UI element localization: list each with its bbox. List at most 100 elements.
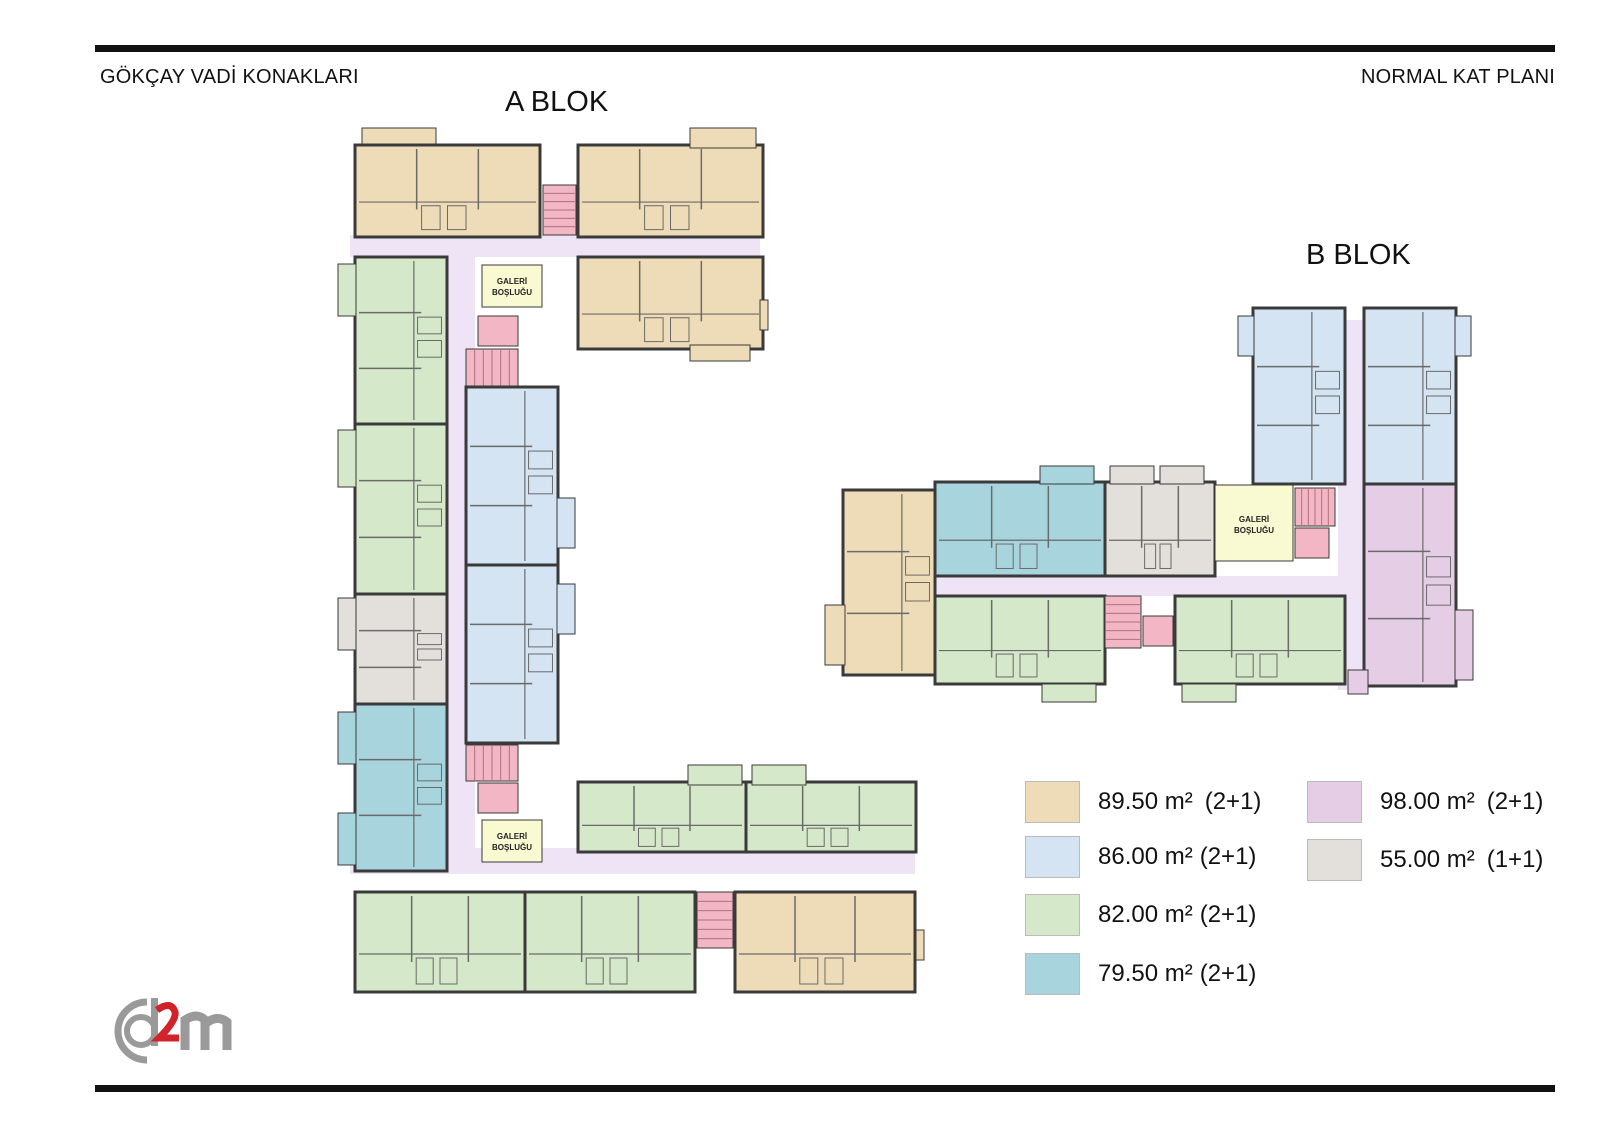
legend-rooms: (2+1)	[1199, 843, 1257, 870]
bathroom	[644, 205, 664, 231]
project-title: GÖKÇAY VADİ KONAKLARI	[100, 66, 359, 88]
balcony	[556, 583, 576, 635]
gallery-void	[481, 819, 543, 863]
legend-item-79: 79.50 m²(2+1)	[1025, 953, 1256, 995]
legend-area: 82.00 m²	[1098, 901, 1193, 928]
legend-rooms: (2+1)	[1199, 960, 1257, 987]
legend-item-98: 98.00 m²(2+1)	[1307, 781, 1543, 823]
bathroom	[447, 205, 467, 231]
legend-rooms: (1+1)	[1486, 846, 1544, 873]
balcony	[759, 299, 769, 331]
balcony	[1159, 465, 1205, 485]
bathroom	[528, 628, 553, 648]
balcony	[1041, 683, 1097, 703]
balcony	[337, 263, 357, 317]
bathroom	[670, 205, 690, 231]
balcony	[1454, 609, 1474, 681]
bathroom	[528, 475, 553, 495]
a-block-title: A BLOK	[505, 86, 609, 118]
legend-swatch	[1307, 781, 1362, 823]
bathroom	[905, 582, 930, 602]
staircase	[1294, 527, 1330, 559]
bathroom	[905, 556, 930, 576]
bathroom	[417, 340, 442, 358]
logo-d-stem	[151, 998, 158, 1046]
bathroom	[637, 827, 656, 847]
logo-d-bowl	[124, 1014, 158, 1048]
logo-arc	[114, 998, 148, 1064]
legend-rooms: (2+1)	[1486, 788, 1544, 815]
bathroom	[1315, 370, 1340, 390]
balcony	[1454, 315, 1472, 357]
bathroom	[995, 653, 1014, 678]
bathroom	[417, 484, 442, 503]
d2m-logo	[114, 998, 232, 1064]
staircase	[477, 782, 519, 814]
legend-area: 86.00 m²	[1098, 843, 1193, 870]
gallery-label: BOŞLUĞU	[1234, 526, 1274, 535]
bathroom	[1159, 543, 1172, 569]
bathroom	[1019, 543, 1038, 569]
gallery-label: GALERİ	[497, 277, 527, 286]
bathroom	[1315, 395, 1340, 415]
bathroom	[609, 957, 628, 985]
balcony	[337, 711, 357, 765]
staircase	[1142, 615, 1174, 647]
gallery-label: GALERİ	[1239, 515, 1269, 524]
gallery-label: BOŞLUĞU	[492, 288, 532, 297]
legend-rooms: (2+1)	[1199, 901, 1257, 928]
balcony	[337, 597, 357, 651]
bathroom	[670, 317, 690, 343]
apartment-unit	[353, 702, 449, 873]
legend-swatch	[1025, 836, 1080, 878]
corridor	[928, 576, 1378, 596]
balcony	[751, 764, 807, 786]
bathroom	[417, 316, 442, 335]
legend-rooms: (2+1)	[1204, 788, 1262, 815]
bathroom	[417, 787, 442, 805]
plan-type-title: NORMAL KAT PLANI	[1361, 66, 1555, 88]
legend-area: 79.50 m²	[1098, 960, 1193, 987]
bathroom	[830, 827, 849, 847]
bathroom	[417, 508, 442, 527]
bottom-rule	[95, 1085, 1555, 1092]
balcony	[1039, 465, 1095, 485]
logo-two	[150, 1002, 179, 1042]
balcony	[1237, 315, 1255, 357]
bathroom	[806, 827, 825, 847]
bathroom	[415, 957, 434, 985]
balcony	[1109, 465, 1155, 485]
balcony	[687, 764, 743, 786]
top-rule	[95, 45, 1555, 52]
bathroom	[421, 205, 441, 231]
bathroom	[417, 633, 442, 646]
bathroom	[528, 450, 553, 470]
balcony	[824, 604, 846, 666]
bathroom	[585, 957, 604, 985]
bathroom	[1426, 395, 1451, 415]
bathroom	[661, 827, 680, 847]
balcony	[915, 929, 925, 961]
bathroom	[644, 317, 664, 343]
staircase	[477, 315, 519, 347]
bathroom	[1426, 584, 1451, 606]
legend-swatch	[1307, 839, 1362, 881]
bathroom	[528, 653, 553, 673]
bathroom	[1144, 543, 1157, 569]
balcony	[689, 127, 757, 149]
balcony	[337, 812, 357, 866]
apartment-unit	[1362, 482, 1458, 688]
gallery-void	[1214, 484, 1294, 562]
legend-swatch	[1025, 894, 1080, 936]
gallery-label: GALERİ	[497, 832, 527, 841]
bathroom	[1259, 653, 1278, 678]
bathroom	[439, 957, 458, 985]
apartment-unit	[353, 143, 542, 239]
legend-area: 89.50 m²	[1098, 788, 1193, 815]
bathroom	[1426, 370, 1451, 390]
bathroom	[1426, 556, 1451, 578]
legend-swatch	[1025, 781, 1080, 823]
bathroom	[799, 957, 819, 985]
logo-m	[180, 1011, 232, 1050]
